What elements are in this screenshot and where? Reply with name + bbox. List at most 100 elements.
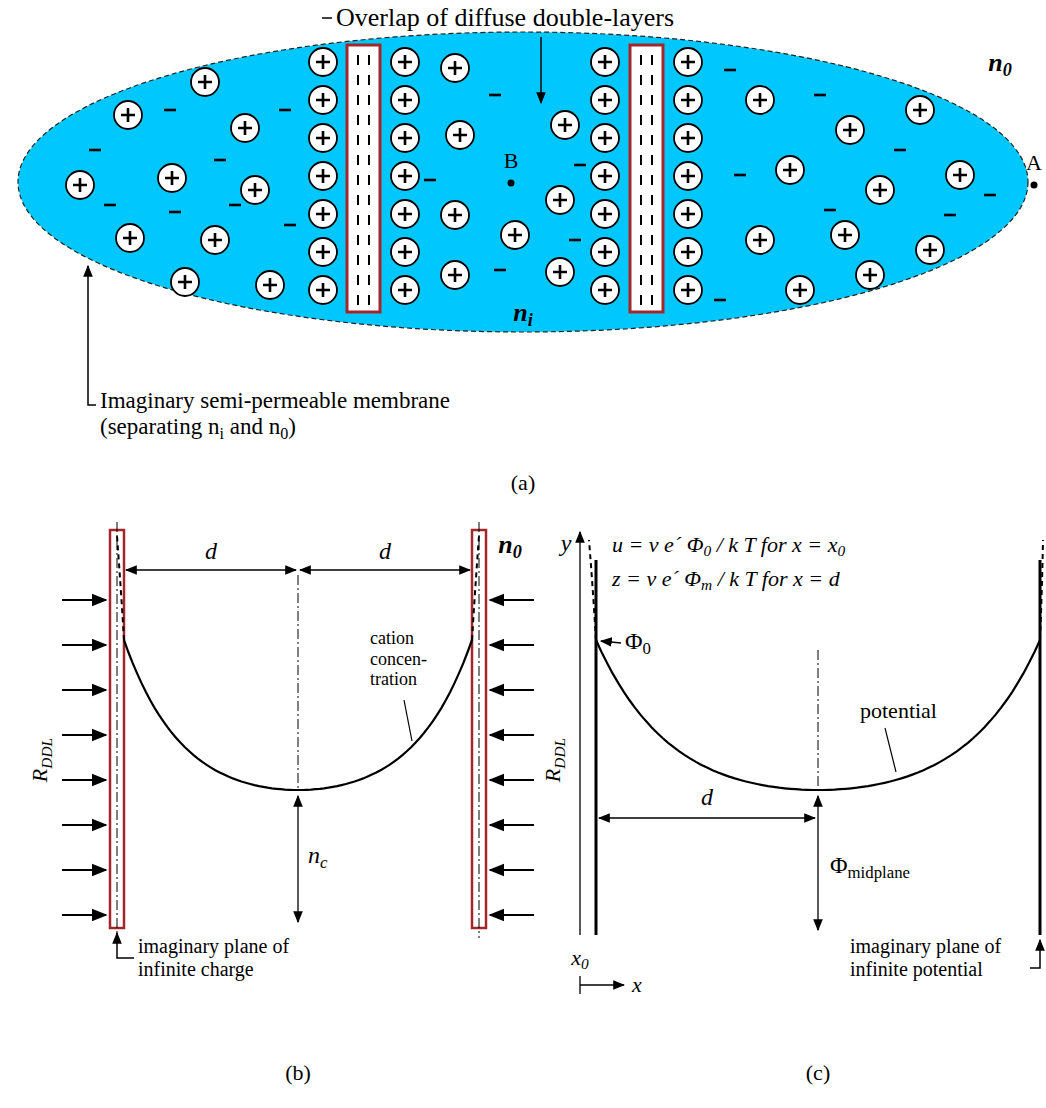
anion [169, 211, 181, 214]
anion [984, 194, 996, 197]
cation [674, 124, 702, 152]
subscript: i [528, 310, 533, 330]
plus-sign [598, 169, 612, 183]
pressure-arrow [62, 869, 106, 871]
cation-circle [256, 271, 284, 299]
cation-circle [546, 186, 574, 214]
cation-circle [786, 276, 814, 304]
cation [674, 162, 702, 190]
plus-sign [316, 55, 330, 69]
dimension-line [817, 796, 818, 930]
plus-sign [508, 228, 522, 242]
anion [494, 269, 506, 272]
plus-sign [453, 128, 467, 142]
leader-arrow [601, 641, 621, 643]
subscript: m [701, 576, 712, 593]
plus-sign [873, 183, 887, 197]
cation [309, 238, 337, 266]
cation-circle [674, 124, 702, 152]
cation [866, 176, 894, 204]
plus-sign [598, 93, 612, 107]
cation [591, 86, 619, 114]
cation [391, 162, 419, 190]
plus-sign [843, 123, 857, 137]
subscript: 0 [513, 542, 522, 562]
anion [229, 204, 241, 207]
anion [284, 224, 296, 227]
cation [946, 161, 974, 189]
subscript: 0 [643, 639, 651, 658]
callout-label: Overlap of diffuse double-layers [336, 3, 674, 33]
concentration-symbol: ni [513, 298, 533, 328]
cation-circle [831, 221, 859, 249]
leader-line [322, 17, 332, 19]
cation-circle [391, 238, 419, 266]
cation-circle [441, 261, 469, 289]
leader-arrow [88, 266, 96, 405]
plus-sign [598, 245, 612, 259]
anion [279, 109, 291, 112]
pressure-arrow [490, 824, 534, 826]
plus-sign [73, 178, 87, 192]
cation-circle [674, 162, 702, 190]
cation [674, 276, 702, 304]
y-axis [579, 532, 580, 935]
panel-label: (c) [806, 1060, 830, 1085]
center-line [117, 522, 479, 938]
plus-sign [316, 169, 330, 183]
cation [591, 124, 619, 152]
cation [201, 226, 229, 254]
clay-plate [630, 45, 663, 312]
cation [674, 238, 702, 266]
dimension-label: d [379, 538, 391, 566]
anion [814, 94, 826, 97]
cation-circle [674, 238, 702, 266]
dimension-line [126, 569, 296, 570]
subscript: 0 [1003, 60, 1012, 80]
plus-sign [316, 131, 330, 145]
cation-circle [946, 161, 974, 189]
plus-sign [913, 103, 927, 117]
pressure-arrow [490, 689, 534, 691]
plus-sign [398, 283, 412, 297]
dimension-label: d [205, 538, 217, 566]
leader-arrow [540, 37, 542, 103]
subscript: 0 [837, 542, 845, 559]
cation-circle [171, 268, 199, 296]
anion [894, 149, 906, 152]
anion [734, 174, 746, 177]
plus-sign [398, 93, 412, 107]
plus-sign [681, 93, 695, 107]
plus-sign [316, 283, 330, 297]
anion [89, 149, 101, 152]
cation [591, 276, 619, 304]
pressure-arrow [490, 734, 534, 736]
wall-line [596, 560, 1040, 935]
cation [241, 176, 269, 204]
plus-sign [793, 283, 807, 297]
plus-sign [838, 228, 852, 242]
cation [786, 276, 814, 304]
subscript: 0 [581, 955, 589, 972]
subscript: DDL [38, 738, 55, 769]
cation [674, 48, 702, 76]
pressure-arrow [62, 599, 106, 601]
cation-circle [856, 261, 884, 289]
cation-circle [191, 68, 219, 96]
cation-circle [866, 176, 894, 204]
cation-circle [551, 111, 579, 139]
axis-label: x0 [571, 945, 588, 970]
cation [674, 200, 702, 228]
plus-sign [398, 55, 412, 69]
cation [591, 48, 619, 76]
plus-sign [316, 93, 330, 107]
pressure-arrow [62, 914, 106, 916]
axis-tick [579, 976, 580, 994]
cation-circle [501, 221, 529, 249]
pressure-arrow [62, 689, 106, 691]
cation-circle [746, 226, 774, 254]
cation-circle [309, 276, 337, 304]
plus-sign [398, 169, 412, 183]
pressure-arrow [490, 869, 534, 871]
cation-circle [591, 200, 619, 228]
